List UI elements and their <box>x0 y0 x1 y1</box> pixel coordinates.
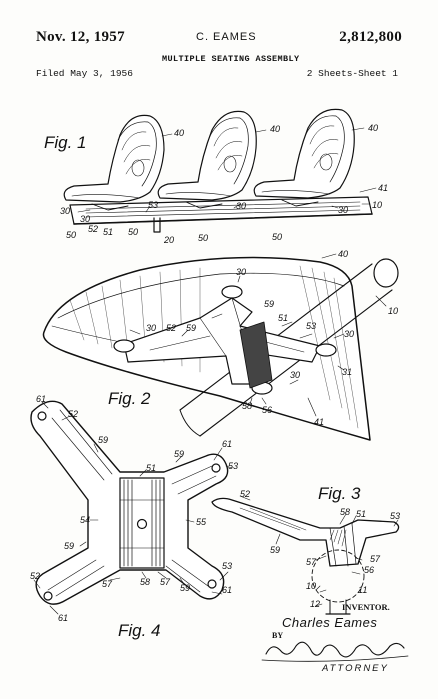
ref-numeral: 50 <box>128 227 139 237</box>
ref-numeral: 10 <box>388 306 399 316</box>
ref-numeral: 61 <box>36 394 47 404</box>
ref-numeral: 41 <box>314 417 325 427</box>
ref-numeral: 59 <box>180 583 191 593</box>
filed-date: Filed May 3, 1956 <box>36 68 133 79</box>
ref-numeral: 50 <box>272 232 283 242</box>
ref-numeral: 53 <box>222 561 233 571</box>
inventor-short: C. EAMES <box>196 31 257 43</box>
ref-numeral: 52 <box>240 489 251 499</box>
ref-numeral: 56 <box>364 565 375 575</box>
ref-numeral: 56 <box>262 405 273 415</box>
ref-numeral: 52 <box>68 409 79 419</box>
fig2-label: Fig. 2 <box>108 389 151 408</box>
ref-numeral: 53 <box>148 200 159 210</box>
ref-numeral: 51 <box>278 313 289 323</box>
ref-numeral: 52 <box>166 323 177 333</box>
ref-numeral: 10 <box>306 581 317 591</box>
ref-numeral: 58 <box>340 507 351 517</box>
ref-numeral: 57 <box>370 554 381 564</box>
ref-numeral: 31 <box>342 367 353 377</box>
ref-numeral: 57 <box>160 577 171 587</box>
ref-numeral: 30 <box>338 205 349 215</box>
ref-numeral: 30 <box>344 329 355 339</box>
ref-numeral: 11 <box>358 585 368 595</box>
ref-numeral: 30 <box>80 214 91 224</box>
fig4-drawing <box>30 400 233 615</box>
ref-numeral: 61 <box>222 585 233 595</box>
ref-numeral: 40 <box>174 128 185 138</box>
ref-numeral: 51 <box>146 463 157 473</box>
ref-numeral: 41 <box>378 183 389 193</box>
ref-numeral: 20 <box>164 235 175 245</box>
ref-numeral: 58 <box>140 577 151 587</box>
fig1-label: Fig. 1 <box>44 133 87 152</box>
ref-numeral: 10 <box>372 200 383 210</box>
ref-numeral: 53 <box>228 461 239 471</box>
ref-numeral: 61 <box>222 439 233 449</box>
patent-number: 2,812,800 <box>339 29 402 45</box>
ref-numeral: 59 <box>64 541 75 551</box>
fig4-label: Fig. 4 <box>118 621 161 640</box>
fig3-drawing <box>211 495 400 615</box>
ref-numeral: 50 <box>198 233 209 243</box>
attorney-label: ATTORNEY <box>322 663 389 674</box>
ref-numeral: 30 <box>290 370 301 380</box>
ref-numeral: 30 <box>236 201 247 211</box>
ref-numeral: 52 <box>30 571 41 581</box>
ref-numeral: 53 <box>390 511 401 521</box>
fig1-drawing <box>63 108 377 233</box>
ref-numeral: 59 <box>270 545 281 555</box>
patent-title: MULTIPLE SEATING ASSEMBLY <box>162 54 300 64</box>
ref-numeral: 12 <box>310 599 321 609</box>
patent-date: Nov. 12, 1957 <box>36 29 125 45</box>
ref-numeral: 30 <box>60 206 71 216</box>
fig2-drawing <box>42 253 399 441</box>
ref-numeral: 61 <box>58 613 69 623</box>
inventor-label: INVENTOR. <box>342 602 390 612</box>
ref-numeral: 51 <box>356 509 367 519</box>
ref-numeral: 54 <box>80 515 91 525</box>
by-label: BY <box>272 631 284 640</box>
ref-numeral: 30 <box>146 323 157 333</box>
ref-numeral: 51 <box>103 227 114 237</box>
ref-numeral: 40 <box>368 123 379 133</box>
ref-numeral: 59 <box>98 435 109 445</box>
fig3-label: Fig. 3 <box>318 484 361 503</box>
ref-numeral: 57 <box>102 579 113 589</box>
ref-numeral: 30 <box>236 267 247 277</box>
inventor-name: Charles Eames <box>282 615 378 630</box>
ref-numeral: 40 <box>270 124 281 134</box>
ref-numeral: 59 <box>186 323 197 333</box>
sheet-count: 2 Sheets-Sheet 1 <box>306 68 398 79</box>
ref-numeral: 40 <box>338 249 349 259</box>
ref-numeral: 55 <box>196 517 207 527</box>
ref-numeral: 58 <box>242 401 253 411</box>
ref-numeral: 59 <box>264 299 275 309</box>
ref-numeral: 53 <box>306 321 317 331</box>
ref-numeral: 50 <box>66 230 77 240</box>
ref-numeral: 52 <box>88 224 99 234</box>
ref-numeral: 57 <box>306 557 317 567</box>
ref-numeral: 59 <box>174 449 185 459</box>
